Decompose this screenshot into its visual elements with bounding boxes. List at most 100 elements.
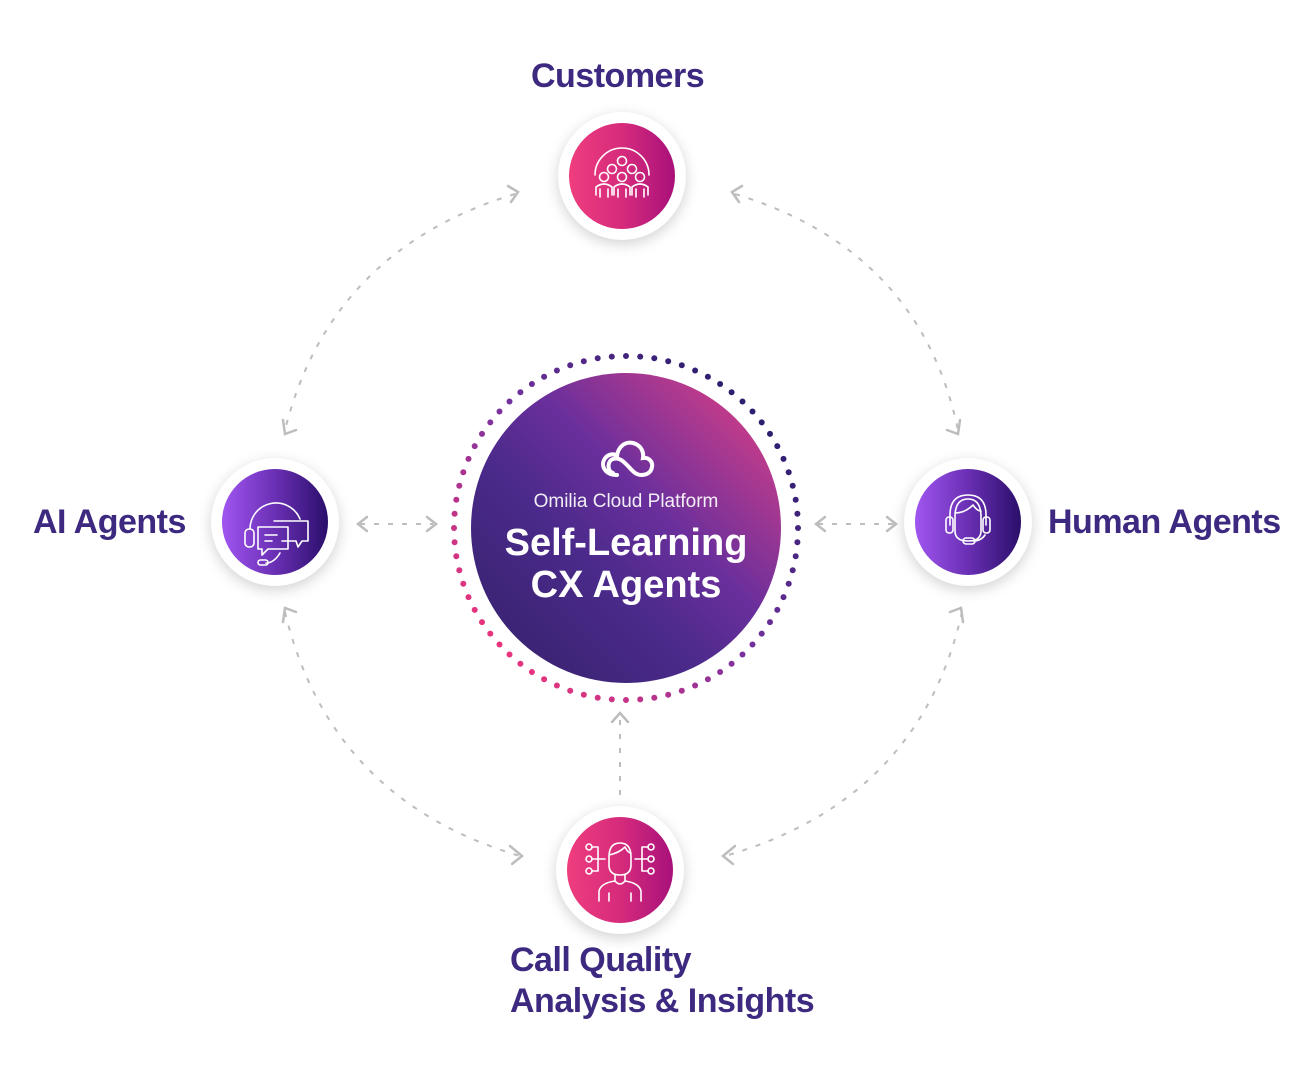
ring-dot bbox=[692, 682, 699, 689]
ai-agents-label: AI Agents bbox=[33, 503, 186, 541]
call-quality-label: Call Quality Analysis & Insights bbox=[510, 940, 815, 1022]
ring-dot bbox=[749, 408, 756, 415]
ai-agents-node[interactable] bbox=[211, 458, 339, 586]
ring-dot bbox=[528, 669, 535, 675]
ring-dot bbox=[767, 619, 773, 626]
ring-dot bbox=[594, 355, 601, 362]
customers-node[interactable] bbox=[558, 112, 686, 240]
arrowhead-icon bbox=[721, 844, 737, 866]
ring-dot bbox=[496, 408, 503, 415]
ring-dot bbox=[792, 496, 799, 503]
ring-dot bbox=[728, 660, 735, 667]
cloud-icon bbox=[601, 440, 655, 478]
ring-dot bbox=[456, 482, 463, 489]
call-quality-node[interactable] bbox=[556, 806, 684, 934]
ring-dot bbox=[692, 367, 699, 374]
ring-dot bbox=[567, 362, 574, 369]
ring-dot bbox=[785, 580, 792, 587]
arrowhead-icon bbox=[281, 418, 298, 436]
arrowhead-icon bbox=[948, 606, 965, 624]
hub-dotted-ring bbox=[451, 353, 801, 703]
ring-dot bbox=[678, 362, 685, 369]
arrowhead-icon bbox=[610, 711, 630, 724]
ring-dot bbox=[541, 676, 548, 683]
ring-dot bbox=[553, 682, 560, 689]
hub-title-line2: CX Agents bbox=[530, 563, 722, 606]
arrowhead-icon bbox=[945, 418, 962, 436]
ring-dot bbox=[758, 419, 765, 426]
ring-dot bbox=[453, 553, 460, 560]
agent-headset-icon bbox=[945, 494, 991, 545]
connector-customers-human bbox=[734, 193, 959, 431]
ring-dot bbox=[608, 696, 615, 703]
customers-label: Customers bbox=[531, 57, 705, 95]
ring-dot bbox=[456, 567, 463, 574]
ring-dot bbox=[496, 641, 503, 648]
arrowhead-icon bbox=[355, 515, 369, 533]
ring-dot bbox=[789, 482, 796, 489]
platform-label: Omilia Cloud Platform bbox=[533, 491, 719, 512]
ring-dot bbox=[517, 389, 524, 396]
ring-dot bbox=[451, 525, 457, 531]
ring-dot bbox=[749, 641, 756, 648]
connector-customers-ai bbox=[284, 193, 516, 431]
ring-dot bbox=[460, 469, 467, 476]
ring-dot bbox=[517, 660, 524, 667]
ring-dot bbox=[594, 694, 601, 701]
ring-dot bbox=[774, 606, 781, 613]
hub-title: Self-Learning CX Agents bbox=[471, 522, 781, 607]
ring-dot bbox=[580, 358, 587, 365]
customers-group-icon bbox=[594, 147, 650, 198]
call-quality-label-line2: Analysis & Insights bbox=[510, 982, 815, 1020]
ring-dot bbox=[623, 353, 629, 359]
ring-dot bbox=[704, 373, 711, 380]
ring-dot bbox=[465, 455, 472, 462]
arrowhead-icon bbox=[506, 184, 520, 204]
ring-dot bbox=[774, 443, 781, 450]
ring-dot bbox=[795, 525, 801, 531]
ring-dot bbox=[739, 398, 746, 405]
person-network-icon bbox=[585, 842, 655, 902]
arrowhead-icon bbox=[730, 184, 744, 204]
ring-dot bbox=[789, 567, 796, 574]
ring-dot bbox=[665, 358, 672, 365]
ring-dot bbox=[471, 443, 478, 450]
arrowhead-icon bbox=[813, 515, 827, 533]
headset-chat-icon bbox=[244, 502, 309, 566]
arrowhead-icon bbox=[885, 515, 899, 533]
ring-dot bbox=[541, 373, 548, 380]
ring-dot bbox=[637, 353, 644, 360]
ring-dot bbox=[460, 580, 467, 587]
ring-dot bbox=[717, 381, 724, 387]
human-agents-label: Human Agents bbox=[1048, 503, 1281, 541]
arrowhead-icon bbox=[508, 844, 524, 866]
ring-dot bbox=[785, 469, 792, 476]
ring-dot bbox=[479, 619, 485, 626]
ring-dot bbox=[553, 367, 560, 374]
ring-dot bbox=[528, 381, 535, 387]
ring-dot bbox=[567, 687, 574, 694]
ring-dot bbox=[728, 389, 735, 396]
ring-dot bbox=[580, 691, 587, 698]
arrowhead-icon bbox=[281, 606, 298, 624]
ring-dot bbox=[794, 510, 801, 517]
ring-dot bbox=[767, 430, 773, 437]
ring-dot bbox=[465, 594, 472, 601]
connector-human-callquality bbox=[724, 611, 963, 857]
ring-dot bbox=[453, 496, 460, 503]
ring-dot bbox=[792, 553, 799, 560]
human-agents-node[interactable] bbox=[904, 458, 1032, 586]
ring-dot bbox=[451, 510, 458, 517]
ring-dot bbox=[608, 353, 615, 360]
ring-dot bbox=[506, 398, 513, 405]
ring-dot bbox=[780, 594, 787, 601]
ring-dot bbox=[678, 687, 685, 694]
hub-title-line1: Self-Learning bbox=[504, 522, 748, 564]
ring-dot bbox=[487, 630, 494, 637]
connector-ai-callquality bbox=[284, 611, 521, 857]
central-hub[interactable]: Omilia Cloud Platform Self-Learning CX A… bbox=[471, 373, 781, 683]
ring-dot bbox=[637, 696, 644, 703]
ring-dot bbox=[487, 419, 494, 426]
call-quality-label-line1: Call Quality bbox=[510, 941, 692, 979]
